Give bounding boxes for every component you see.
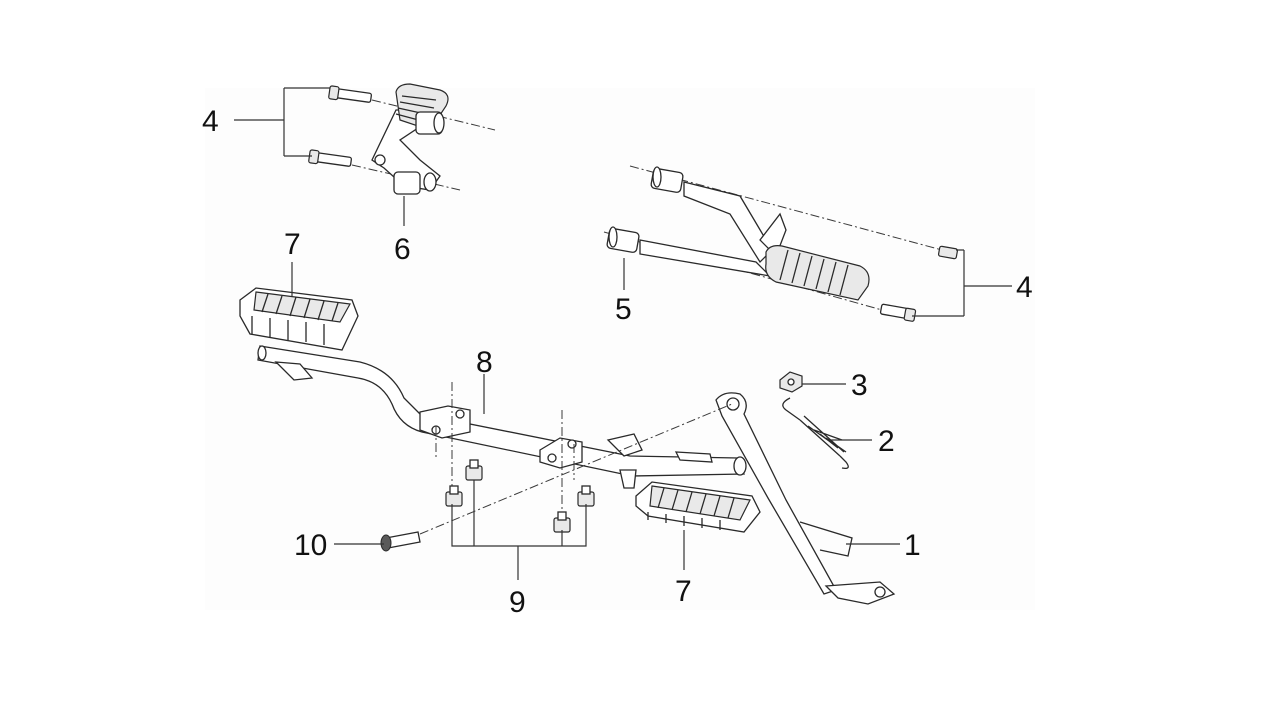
callout-6: 6 <box>394 233 411 266</box>
callout-5: 5 <box>615 293 632 326</box>
callout-7-left: 7 <box>284 228 301 261</box>
callout-4-right: 4 <box>1016 271 1033 304</box>
side-stand <box>715 392 896 605</box>
callout-3: 3 <box>851 369 868 402</box>
pivot-bolt <box>380 403 733 552</box>
footrest-rubber-left <box>239 287 359 351</box>
rear-footrest-grip-right <box>765 245 870 301</box>
callout-7-right: 7 <box>675 575 692 608</box>
callout-4-left: 4 <box>202 105 219 138</box>
callout-labels: 4 6 7 5 4 8 3 2 1 10 9 7 <box>202 105 1033 619</box>
diagram-panel <box>205 88 1035 610</box>
callout-2: 2 <box>878 425 895 458</box>
footrest-frame-bar <box>257 345 747 489</box>
footrest-rubber-right <box>635 481 761 533</box>
nut <box>779 371 803 393</box>
rear-footrest-bracket-right <box>603 165 959 322</box>
callout-9: 9 <box>509 586 526 619</box>
leader-lines <box>234 87 1012 580</box>
bolt-upper-left <box>328 85 373 103</box>
callout-8: 8 <box>476 346 493 379</box>
callout-1: 1 <box>904 529 921 562</box>
side-stand-spring <box>782 397 849 470</box>
callout-10: 10 <box>294 529 327 562</box>
